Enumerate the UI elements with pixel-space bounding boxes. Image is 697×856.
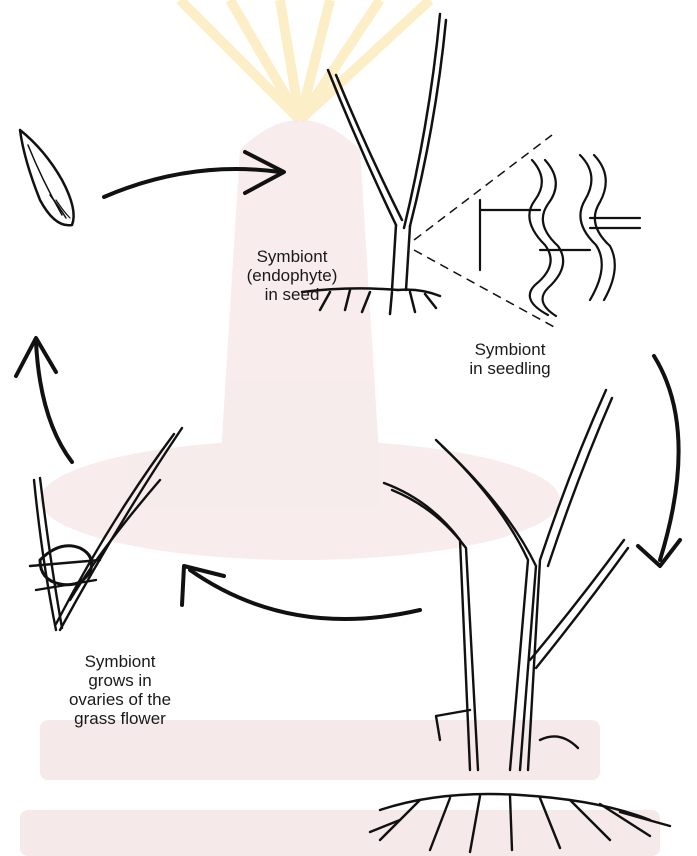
grass-flower-drawing	[30, 428, 182, 630]
label-symbiont-in-seedling: Symbiont in seedling	[440, 340, 580, 378]
seed-drawing	[20, 130, 74, 225]
arrow-flower-to-seed	[16, 338, 72, 462]
arrow-seedling-to-plant	[638, 356, 680, 566]
arrow-seed-to-seedling	[104, 152, 284, 197]
label-symbiont-in-seed: Symbiont (endophyte) in seed	[232, 247, 352, 304]
mature-grass-plant-drawing	[370, 390, 670, 852]
label-symbiont-in-ovaries: Symbiont grows in ovaries of the grass f…	[40, 652, 200, 728]
hyphae-closeup-drawing	[480, 155, 640, 316]
arrow-plant-to-flower	[182, 566, 420, 619]
